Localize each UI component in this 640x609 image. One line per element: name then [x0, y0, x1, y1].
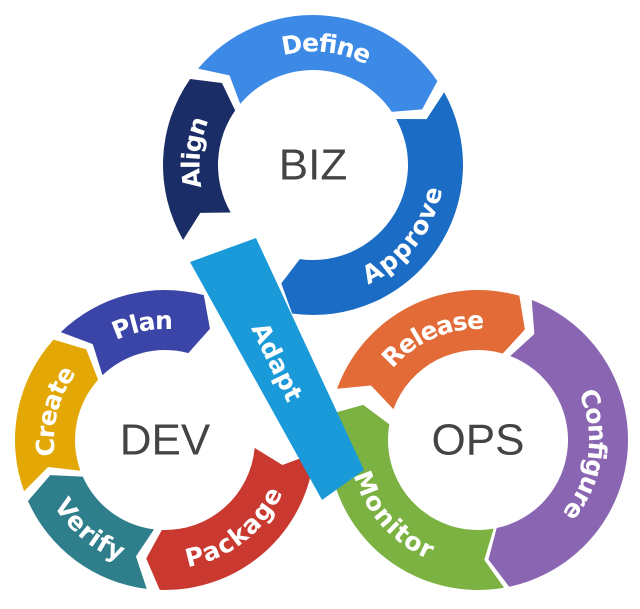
segment-release	[337, 290, 525, 410]
segment-create	[15, 339, 99, 492]
segment-verify	[27, 475, 155, 589]
segment-approve	[281, 92, 464, 316]
adapt-band	[190, 238, 364, 500]
dev-hub-label: DEV	[120, 416, 211, 465]
segment-align	[163, 78, 236, 240]
segment-configure	[488, 299, 629, 587]
segment-define	[198, 15, 438, 112]
segment-monitor	[327, 404, 505, 590]
biz-hub-label: BIZ	[279, 141, 347, 190]
ops-hub-label: OPS	[432, 416, 525, 465]
segment-plan	[60, 290, 210, 376]
segment-package	[146, 447, 315, 590]
